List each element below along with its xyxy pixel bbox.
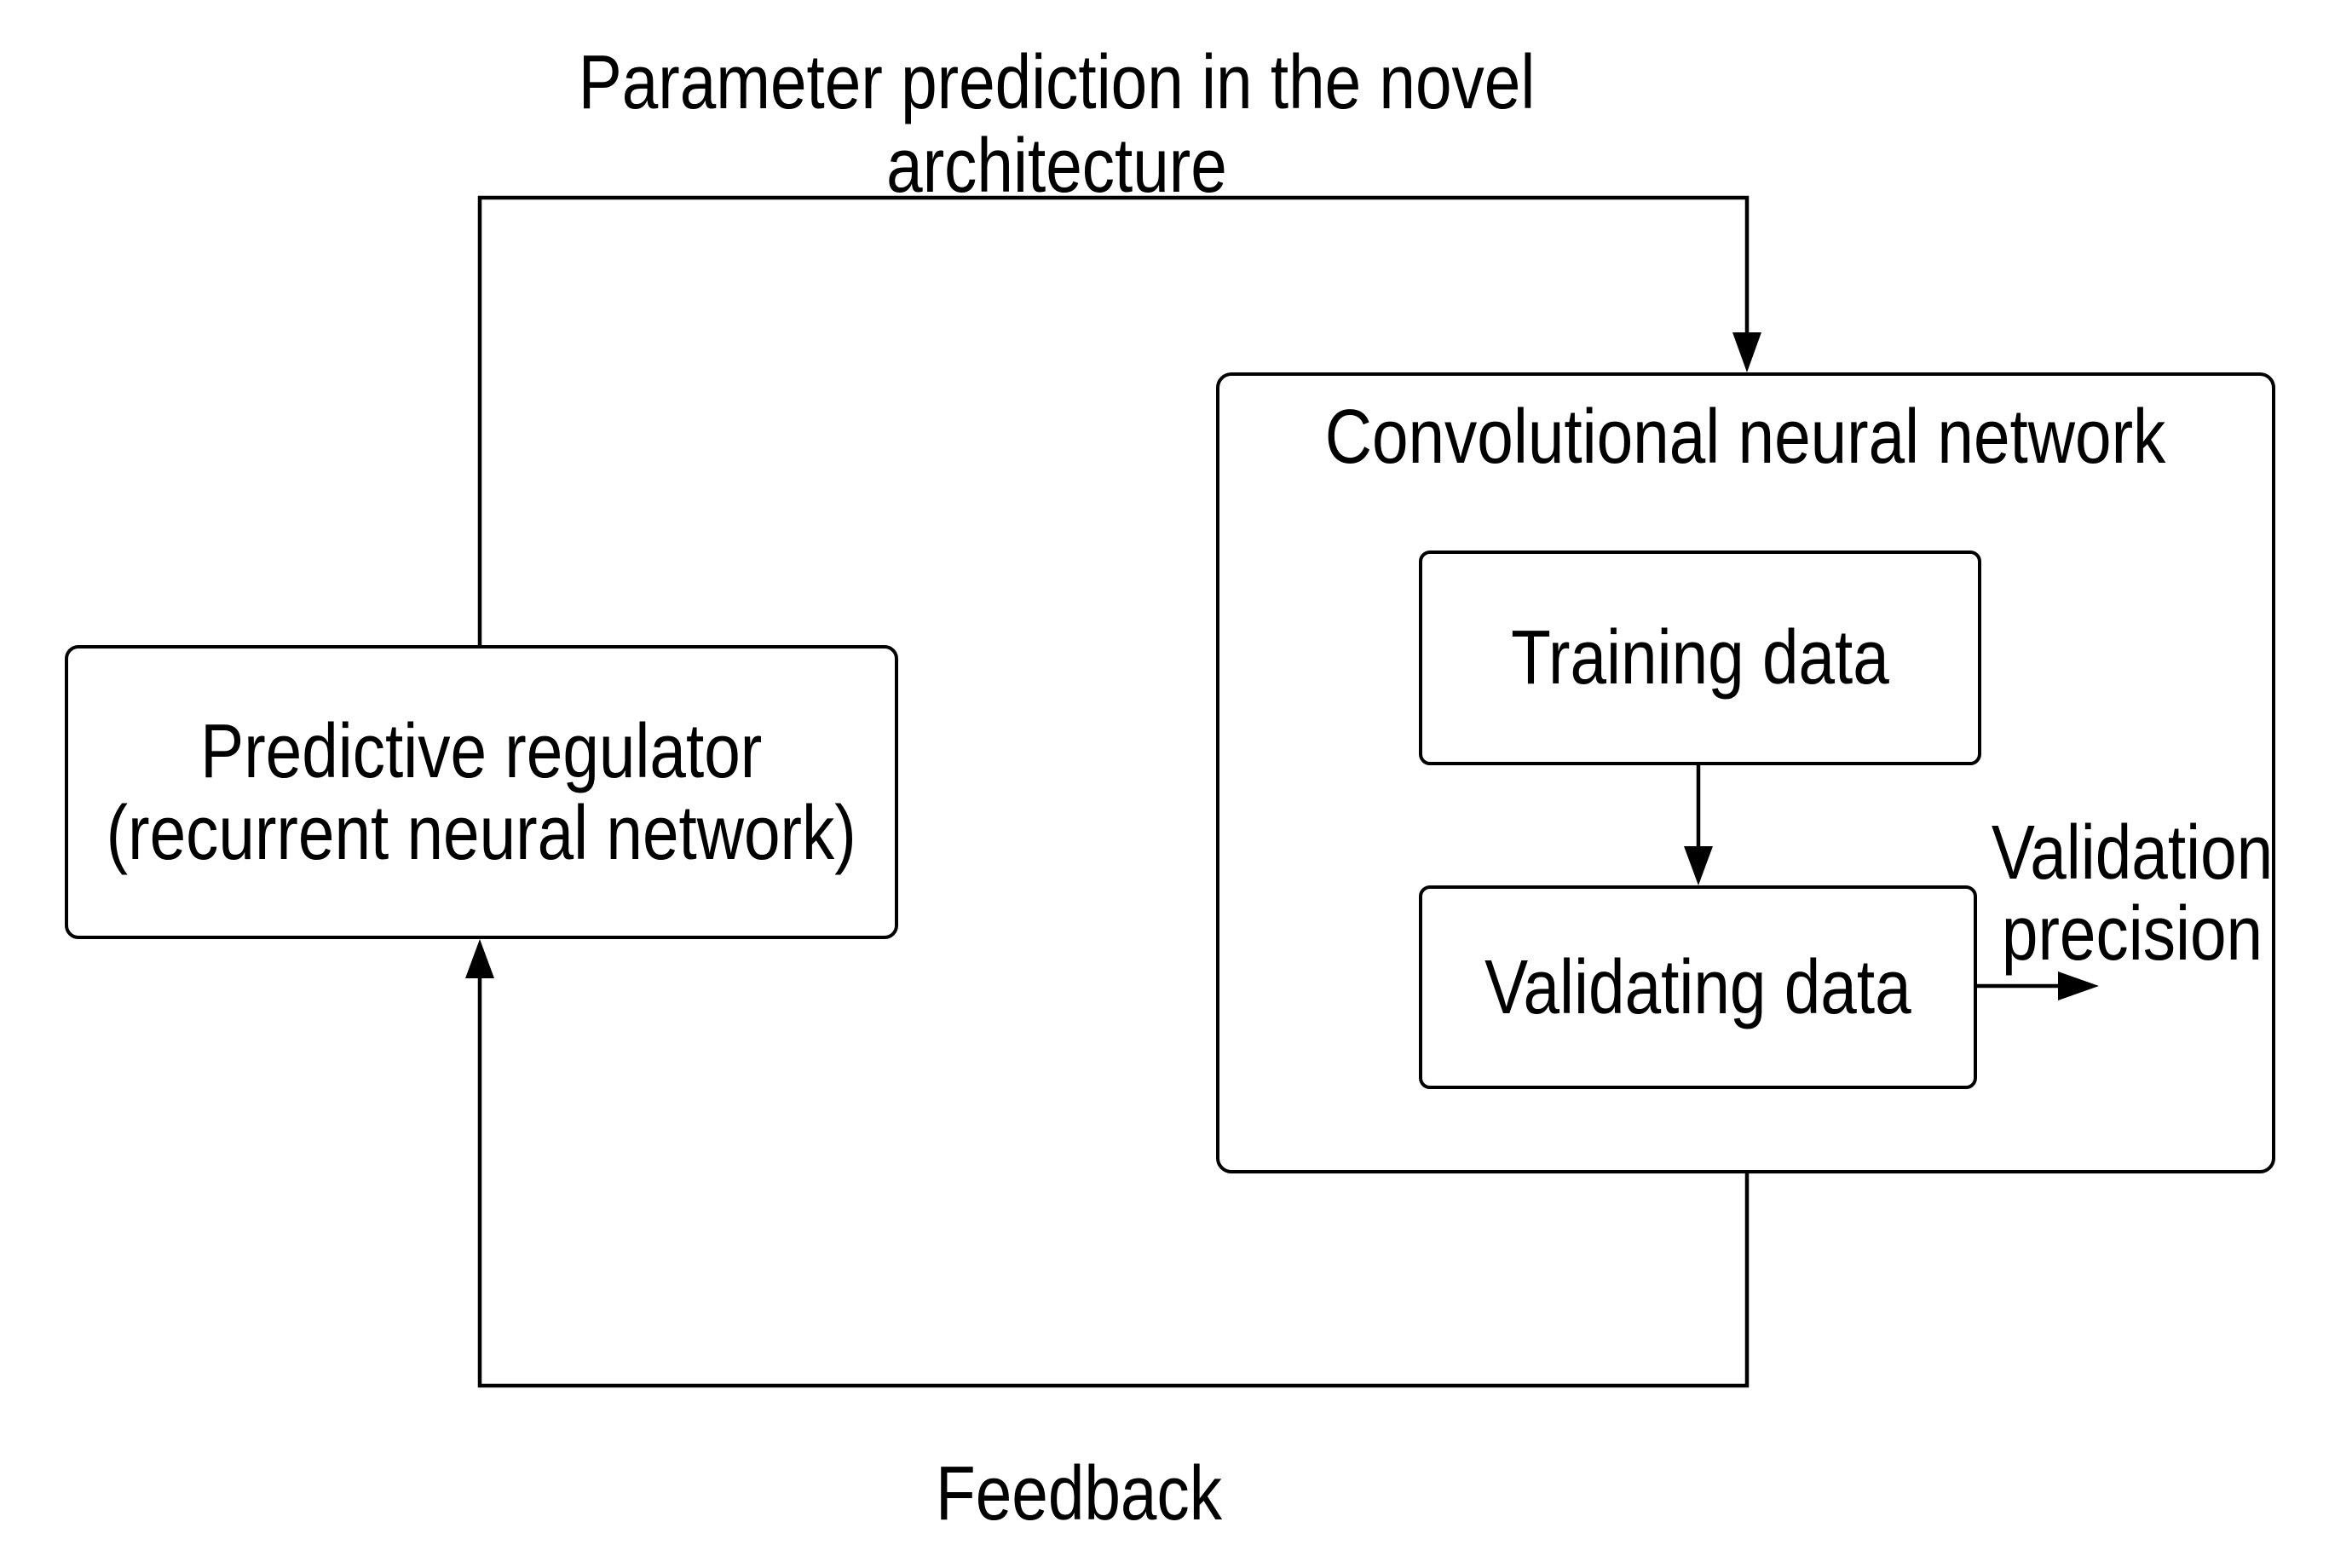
arrow-parameter-prediction-head-icon — [1732, 332, 1761, 372]
cnn-box — [1216, 372, 2275, 1173]
arrow-feedback-line — [477, 977, 1750, 1388]
predictive-regulator-label-line1: Predictive regulator — [200, 708, 763, 794]
arrow-training-to-validating-head-icon — [1684, 846, 1713, 885]
arrow-validation-precision-head-icon — [2058, 971, 2099, 1000]
training-data-box: Training data — [1419, 551, 1981, 765]
validating-data-label: Validating data — [1484, 944, 1911, 1030]
validation-precision-label: Validation precision — [1992, 813, 2273, 975]
arrow-feedback-head-icon — [465, 939, 494, 978]
parameter-prediction-label-line1: Parameter prediction in the novel — [578, 40, 1536, 125]
arrow-parameter-prediction-line — [477, 195, 1750, 645]
predictive-regulator-label-line2: (recurrent neural network) — [106, 790, 857, 876]
validating-data-box: Validating data — [1419, 885, 1977, 1089]
parameter-prediction-label: Parameter prediction in the novel archit… — [579, 41, 1536, 208]
cnn-title: Convolutional neural network — [1324, 395, 2166, 480]
predictive-regulator-box: Predictive regulator (recurrent neural n… — [65, 645, 898, 939]
parameter-prediction-label-line2: architecture — [886, 124, 1227, 209]
predictive-regulator-label: Predictive regulator (recurrent neural n… — [107, 711, 856, 874]
validation-precision-label-line1: Validation — [1991, 810, 2274, 896]
feedback-label: Feedback — [936, 1451, 1222, 1536]
validation-precision-label-line2: precision — [2001, 891, 2263, 977]
training-data-label: Training data — [1511, 615, 1889, 700]
